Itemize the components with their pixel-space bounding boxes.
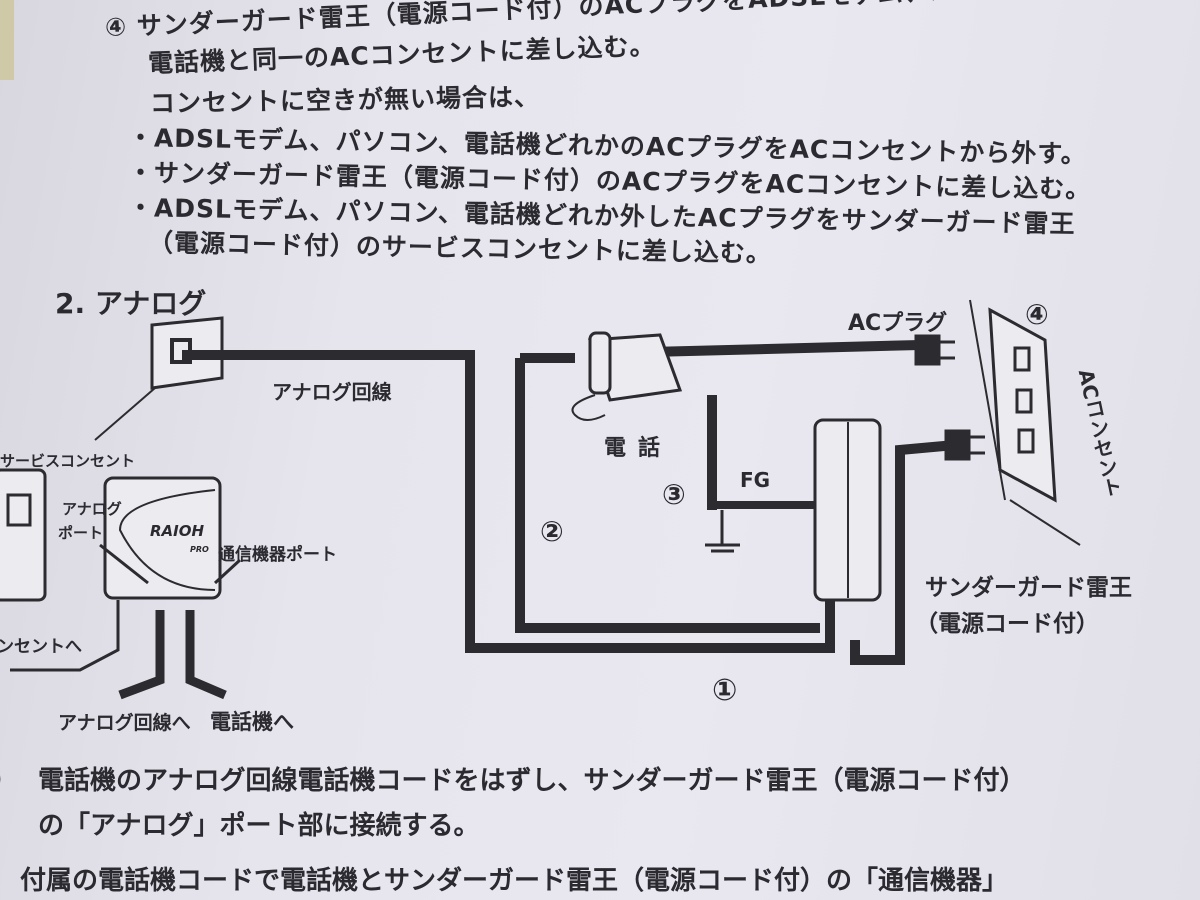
background-edge [0,0,14,80]
label-n2: ② [540,515,564,548]
label-comm-port: 通信機器ポート [218,545,337,565]
step2-line1: 付属の電話機コードで電話機とサンダーガード雷王（電源コード付）の「通信機器」 [20,866,1009,896]
step1-marker: ） [0,760,18,797]
ac-plug-2 [944,429,971,461]
brand-logo: RAIOH [150,522,205,540]
phone-power-cord [649,340,921,357]
brand-sub: PRO [190,545,209,554]
raioh-device [10,476,242,700]
label-to-analog-line: アナログ回線へ [58,712,191,734]
label-phone: 電話 [604,436,673,461]
service-outlet [0,468,47,602]
label-device-sub: （電源コード付） [915,611,1099,637]
label-to-outlet: コンセントへ [0,637,82,657]
telephone-icon [571,331,683,421]
cable-2 [515,358,820,633]
label-n3: ③ [662,478,686,511]
label-analog-port: アナログ [62,500,122,518]
label-ac-plug: ACプラグ [848,311,948,336]
section-title: 2. アナログ [55,287,207,320]
label-analog-port-2: ポート [58,524,104,542]
label-to-phone: 電話機へ [210,710,294,734]
device-power-cord [850,440,956,665]
label-analog-line: アナログ回線 [272,380,392,404]
step1-line2: の「アナログ」ポート部に接続する。 [38,811,480,841]
label-fg: FG [740,468,771,492]
cable-1 [182,350,835,653]
ac-plug-1 [914,334,941,366]
step1-line1: 電話機のアナログ回線電話機コードをはずし、サンダーガード雷王（電源コード付） [38,766,1026,796]
label-n1: ① [712,673,738,708]
label-device-name: サンダーガード雷王 [925,575,1132,601]
ac-outlet [988,307,1057,503]
label-service-outlet: サービスコンセント [0,452,136,470]
label-outlet-number: ④ [1025,298,1049,331]
